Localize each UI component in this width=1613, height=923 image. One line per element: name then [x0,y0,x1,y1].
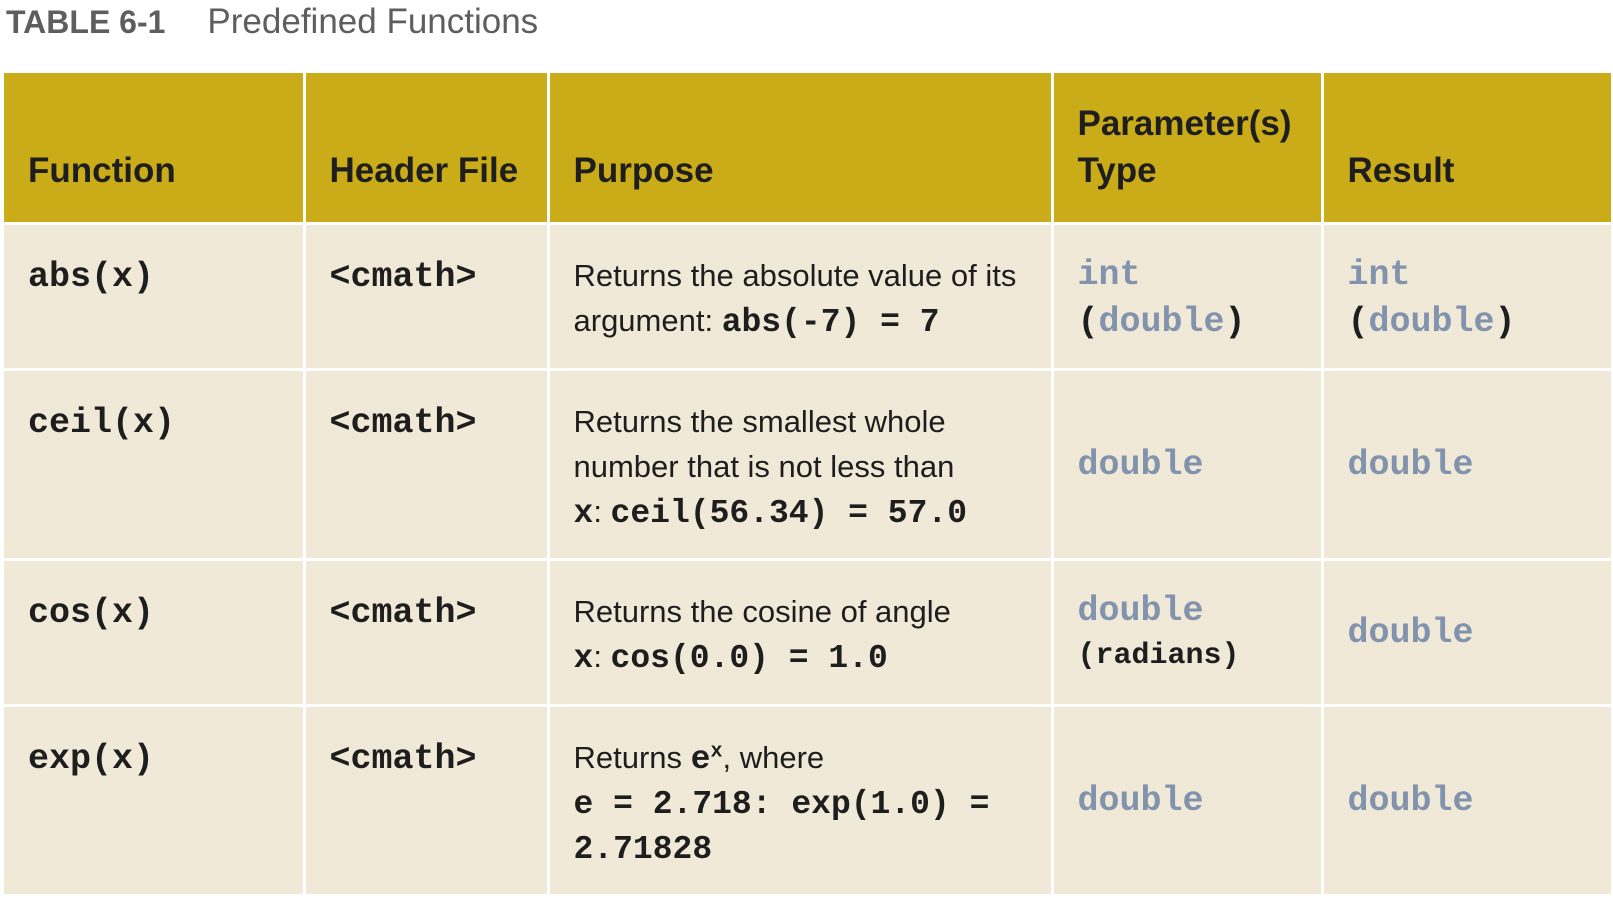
function-name: cos(x) [28,592,155,633]
type-value: int [1077,254,1141,295]
cell-parameter-type: double [1050,367,1324,561]
purpose-text: Returns [573,739,691,775]
header-parameter-type: Parameter(s) Type [1050,73,1324,225]
header-parameter-type-line1: Parameter(s) [1077,103,1292,143]
purpose-text: argument: [573,302,722,338]
purpose-code: ceil(56.34) = 57.0 [610,494,968,532]
result-alt: (double) [1348,298,1602,345]
purpose-base: e [690,740,711,778]
result-value: int [1347,254,1411,295]
purpose-line: x: cos(0.0) = 1.0 [574,634,1041,681]
header-file-name: <cmath> [329,256,477,297]
cell-function: cos(x) [4,557,306,707]
table-number: TABLE 6-1 [6,3,166,40]
result-value: double [1347,780,1474,821]
cell-purpose: Returns the cosine of angle x: cos(0.0) … [546,557,1054,707]
paren-close: ) [1494,301,1516,342]
function-name: exp(x) [28,738,155,779]
table-caption: TABLE 6-1 Predefined Functions [6,0,538,44]
purpose-text: : [593,638,611,674]
cell-result: double [1320,557,1611,707]
cell-result: double [1320,703,1611,894]
type-value: double [1098,301,1225,342]
header-file-name: <cmath> [329,592,477,633]
header-function: Function [4,73,306,225]
purpose-text: , where [722,739,825,775]
cell-function: ceil(x) [4,367,306,561]
function-name: abs(x) [28,256,155,297]
cell-parameter-type: double [1050,703,1324,894]
type-value: double [1077,590,1204,631]
header-parameter-type-line2: Type [1077,150,1157,190]
paren-open: ( [1347,301,1369,342]
type-value: double [1077,780,1204,821]
purpose-var: x [573,639,594,677]
result-value: double [1347,612,1474,653]
paren-open: ( [1077,301,1099,342]
table-row: exp(x) <cmath> Returns ex, where e = 2.7… [4,703,1611,894]
purpose-line: Returns the smallest whole [573,403,946,439]
header-file-name: <cmath> [329,738,477,779]
type-unit: (radians) [1077,638,1240,673]
table-row: ceil(x) <cmath> Returns the smallest who… [4,367,1611,561]
header-result: Result [1320,73,1611,225]
table-row: abs(x) <cmath> Returns the absolute valu… [4,221,1611,371]
cell-parameter-type: int (double) [1050,221,1324,371]
type-value: double [1077,444,1204,485]
predefined-functions-table: Function Header File Purpose Parameter(s… [4,73,1611,894]
cell-purpose: Returns ex, where e = 2.718: exp(1.0) = … [546,703,1054,894]
purpose-line: Returns the cosine of angle [573,593,951,629]
function-name: ceil(x) [28,402,176,443]
purpose-code: 2.71828 [573,830,713,868]
purpose-line: x: ceil(56.34) = 57.0 [574,489,1041,536]
table-row: cos(x) <cmath> Returns the cosine of ang… [4,557,1611,707]
cell-header-file: <cmath> [302,557,550,707]
purpose-var: x [573,494,594,532]
purpose-code: e = 2.718: exp(1.0) = [573,785,990,823]
cell-function: exp(x) [4,703,306,894]
header-file-name: <cmath> [329,402,477,443]
purpose-code: cos(0.0) = 1.0 [610,639,888,677]
cell-result: int (double) [1320,221,1611,371]
cell-purpose: Returns the smallest whole number that i… [546,367,1054,561]
cell-result: double [1320,367,1611,561]
header-purpose: Purpose [546,73,1054,225]
type-alt: (double) [1078,298,1311,345]
cell-header-file: <cmath> [302,221,550,371]
purpose-line: Returns ex, where [574,735,1041,782]
purpose-text: : [593,493,611,529]
cell-function: abs(x) [4,221,306,371]
header-header-file: Header File [302,73,550,225]
purpose-line: Returns the absolute value of its [573,257,1017,293]
cell-header-file: <cmath> [302,703,550,894]
purpose-code: abs(-7) = 7 [721,303,940,341]
result-value: double [1347,444,1474,485]
purpose-superscript: x [710,740,723,764]
cell-purpose: Returns the absolute value of its argume… [546,221,1054,371]
table-title: Predefined Functions [207,2,539,41]
paren-close: ) [1224,301,1246,342]
result-value: double [1368,301,1495,342]
cell-parameter-type: double (radians) [1050,557,1324,707]
cell-header-file: <cmath> [302,367,550,561]
purpose-line: number that is not less than [573,448,955,484]
table-header-row: Function Header File Purpose Parameter(s… [4,73,1611,225]
purpose-line: argument: abs(-7) = 7 [574,298,1041,345]
